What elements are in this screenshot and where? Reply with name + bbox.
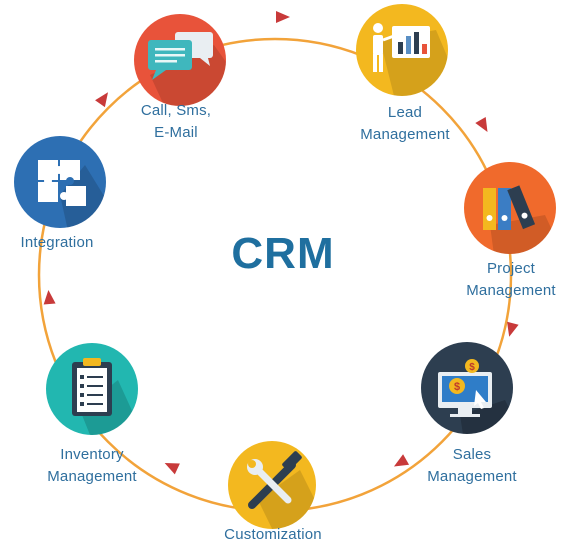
arrow-7	[95, 92, 109, 108]
center-title: CRM	[231, 229, 335, 278]
binders-icon	[483, 185, 536, 230]
node-sales: $ $	[421, 342, 513, 434]
node-lead	[356, 4, 448, 96]
label-sales: Sales Management	[427, 444, 517, 488]
chat-bubbles-icon	[148, 32, 213, 80]
label-inventory-line2: Management	[47, 468, 137, 485]
label-integration-line1: Integration	[20, 234, 94, 251]
label-lead-line2: Management	[360, 126, 450, 143]
node-call	[134, 14, 226, 106]
label-sales-line2: Management	[427, 468, 517, 485]
node-inventory	[46, 343, 138, 435]
label-project-line2: Management	[466, 282, 556, 299]
computer-dollar-icon: $ $	[438, 359, 492, 417]
node-project	[464, 162, 556, 254]
arrow-5	[164, 463, 180, 475]
cycle-arrows	[43, 11, 519, 475]
svg-text:$: $	[469, 362, 475, 373]
label-project-line1: Project	[486, 260, 536, 277]
label-inventory: Inventory Management	[47, 444, 137, 488]
label-lead-line1: Lead	[387, 104, 423, 121]
arrow-2	[475, 116, 488, 133]
label-inventory-line1: Inventory	[60, 446, 124, 463]
label-custom: Customization	[224, 524, 322, 546]
arrow-1	[276, 11, 290, 23]
label-custom-line1: Customization	[224, 526, 322, 543]
arrow-3	[507, 321, 519, 337]
label-call-line2: E-Mail	[154, 124, 198, 141]
label-project: Project Management	[466, 258, 556, 302]
puzzle-icon	[38, 160, 86, 206]
node-integration	[14, 136, 106, 228]
label-lead: Lead Management	[360, 102, 450, 146]
label-call: Call, Sms, E-Mail	[141, 100, 211, 144]
label-sales-line1: Sales	[452, 446, 492, 463]
arrow-6	[43, 290, 56, 305]
arrow-4	[393, 454, 410, 467]
svg-text:$: $	[454, 381, 460, 393]
label-integration: Integration	[20, 232, 93, 254]
presenter-chart-icon	[373, 23, 430, 72]
wrench-hammer-icon	[247, 451, 302, 509]
clipboard-checklist-icon	[72, 358, 112, 416]
label-call-line1: Call, Sms,	[140, 102, 212, 119]
